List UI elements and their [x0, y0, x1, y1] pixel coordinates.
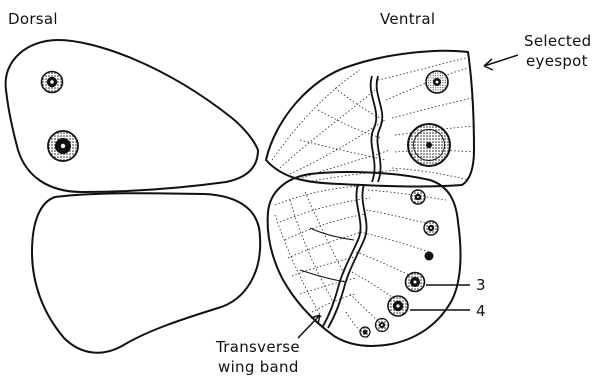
selected-eyespot-label-line2: eyespot — [526, 52, 588, 70]
transverse-band-label-line2: wing band — [218, 358, 299, 376]
ventral-forewing — [266, 51, 474, 187]
ventral-eyespot-hind-dot — [425, 252, 434, 261]
forewing-transverse-band-inner — [377, 76, 383, 182]
dorsal-eyespot-lower — [48, 131, 78, 161]
dorsal-view — [6, 40, 261, 353]
hindwing-transverse-band-inner — [328, 184, 367, 328]
ventral-eyespot-forewing-small — [426, 71, 448, 93]
dorsal-hindwing — [32, 193, 260, 353]
dorsal-label: Dorsal — [8, 10, 58, 28]
selected-eyespot — [408, 124, 450, 166]
dorsal-eyespot-upper — [42, 72, 63, 93]
ventral-label: Ventral — [380, 10, 435, 28]
ventral-hindwing-veins — [275, 186, 446, 338]
selected-eyespot-arrow — [484, 55, 518, 66]
ventral-eyespot-hind-1 — [411, 190, 425, 204]
leader-lines — [298, 55, 518, 338]
ventral-eyespot-hind-2 — [424, 221, 438, 235]
eyespot-3 — [406, 273, 425, 292]
transverse-band-label-line1: Transverse — [215, 338, 300, 356]
ventral-eyespot-hind-7 — [360, 327, 370, 337]
hindwing-transverse-band — [322, 184, 361, 328]
dorsal-forewing — [6, 40, 258, 192]
ventral-eyespot-hind-6 — [376, 319, 389, 332]
selected-eyespot-label-line1: Selected — [524, 32, 591, 50]
eyespot-4 — [388, 296, 408, 316]
eyespot-4-label: 4 — [476, 302, 486, 320]
ventral-view — [266, 51, 474, 346]
transverse-band-arrow — [298, 315, 320, 338]
eyespot-3-label: 3 — [476, 276, 486, 294]
